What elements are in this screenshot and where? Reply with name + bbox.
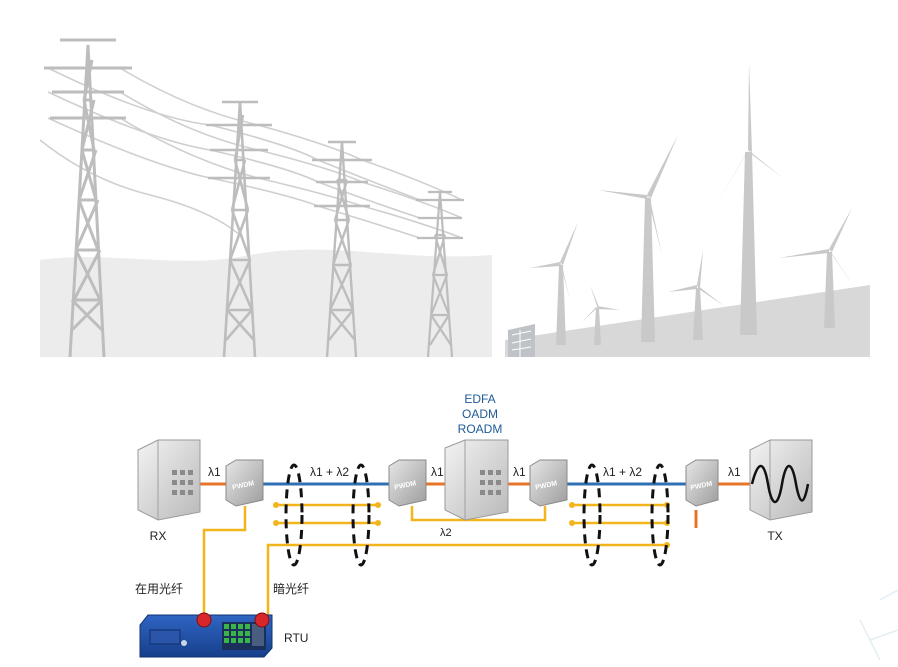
fiber-lines (198, 482, 752, 618)
pwdm-box-icon: PWDM (225, 459, 264, 507)
rx-server-chassis-icon (137, 439, 201, 521)
rx-label: RX (150, 529, 167, 543)
pwdm-box-icon: PWDM (388, 459, 427, 507)
decorative-lines (859, 589, 898, 661)
lambda1-label: λ1 (728, 465, 741, 479)
wind-turbine-icon (779, 208, 856, 328)
cable-bundles (284, 463, 670, 567)
lambda1-label: λ1 (513, 465, 526, 479)
signal-wave-icon (750, 464, 810, 504)
rtu-device-icon (139, 612, 273, 658)
edfa-label: EDFA (464, 392, 495, 406)
lambda1-label: λ1 (431, 465, 444, 479)
in-use-fiber-label: 在用光纤 (135, 582, 183, 596)
cable-bundle-icon (351, 463, 371, 567)
pwdm-label: PWDM (690, 480, 713, 491)
cable-bundle-icon (650, 463, 670, 567)
ground-hill (40, 249, 492, 357)
pwdm-label: PWDM (535, 480, 558, 491)
tx-label: TX (767, 529, 782, 543)
pylon-icon (44, 38, 132, 358)
pylon-icon (416, 190, 464, 358)
rtu-label: RTU (284, 631, 308, 645)
wind-turbine-icon (598, 135, 678, 342)
power-lines (39, 67, 463, 239)
wind-turbine-icon (530, 222, 578, 345)
pwdm-box-icon: PWDM (529, 459, 568, 507)
edfa-server-chassis-icon (444, 439, 509, 521)
pwdm-label: PWDM (394, 480, 417, 491)
pwdm-label: PWDM (232, 480, 255, 491)
yellow-fiber-in-use (202, 506, 247, 618)
wind-turbine-icon (582, 285, 620, 345)
pwdm-box-icon: PWDM (685, 459, 719, 507)
lambda1-lambda2-label: λ1 + λ2 (310, 465, 349, 479)
lambda1-label: λ1 (208, 465, 221, 479)
yellow-fiber-lambda2 (410, 506, 547, 522)
lambda2-label: λ2 (440, 527, 452, 539)
cable-bundle-icon (284, 463, 304, 567)
dark-fiber-label: 暗光纤 (273, 581, 309, 596)
pylon-icon (206, 100, 272, 358)
wind-turbine-icon (712, 62, 783, 335)
cable-bundle-icon (582, 463, 602, 567)
lambda1-lambda2-label: λ1 + λ2 (603, 465, 642, 479)
solar-panel-icon (508, 324, 535, 357)
oadm-label: OADM (462, 407, 498, 421)
tx-server-chassis-icon (749, 439, 813, 521)
pylon-icon (312, 140, 372, 358)
power-grid-scene (39, 38, 492, 358)
wind-turbine-icon (668, 250, 724, 340)
yellow-fiber-dark (266, 543, 667, 618)
roadm-label: ROADM (458, 422, 503, 436)
wind-farm-scene (505, 62, 870, 357)
